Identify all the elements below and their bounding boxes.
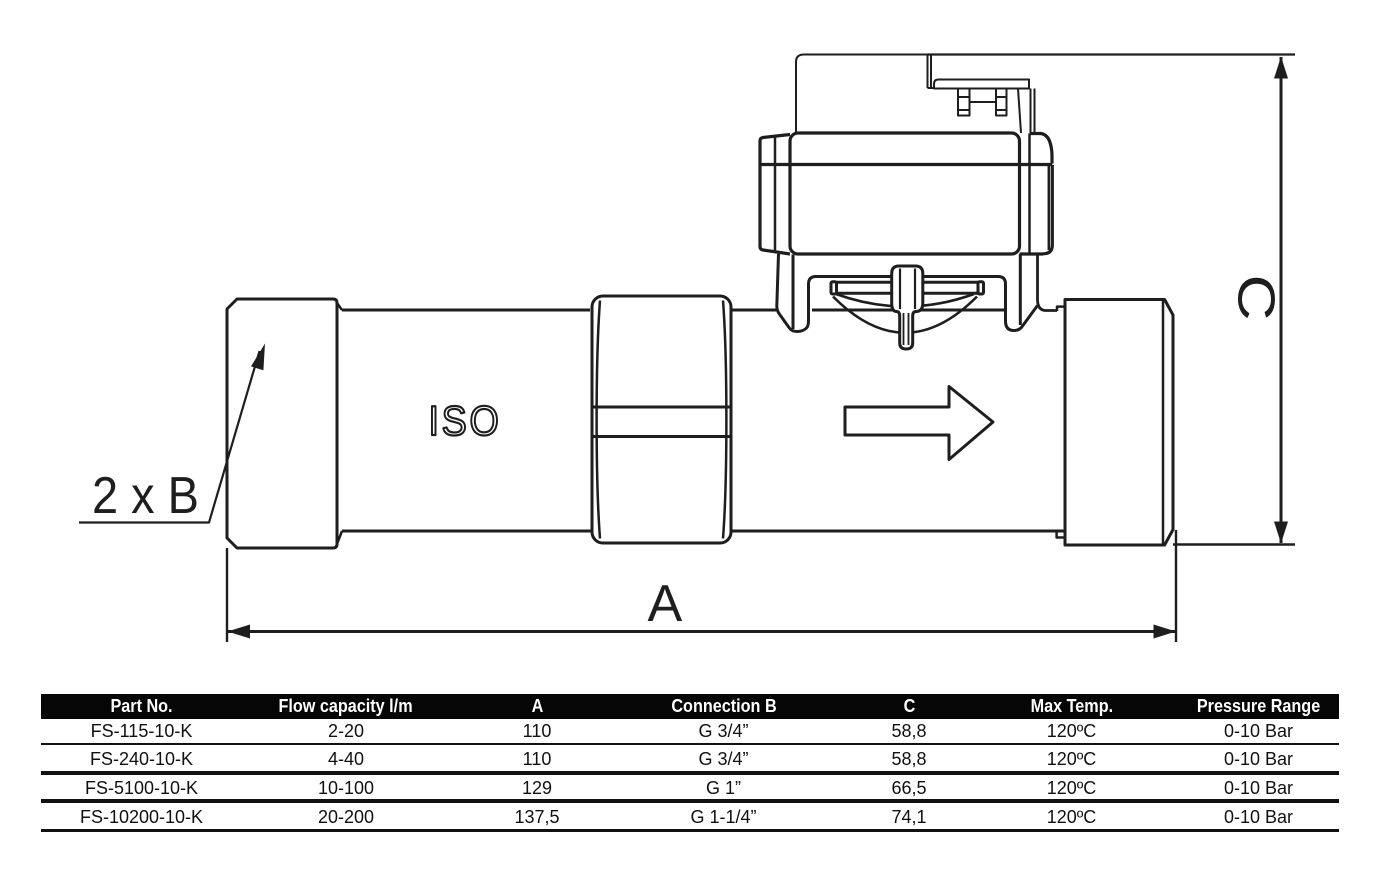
svg-text:ISO: ISO [429, 397, 502, 444]
svg-text:C: C [1227, 275, 1285, 321]
svg-text:A: A [648, 575, 683, 633]
svg-text:2 x B: 2 x B [92, 467, 199, 525]
